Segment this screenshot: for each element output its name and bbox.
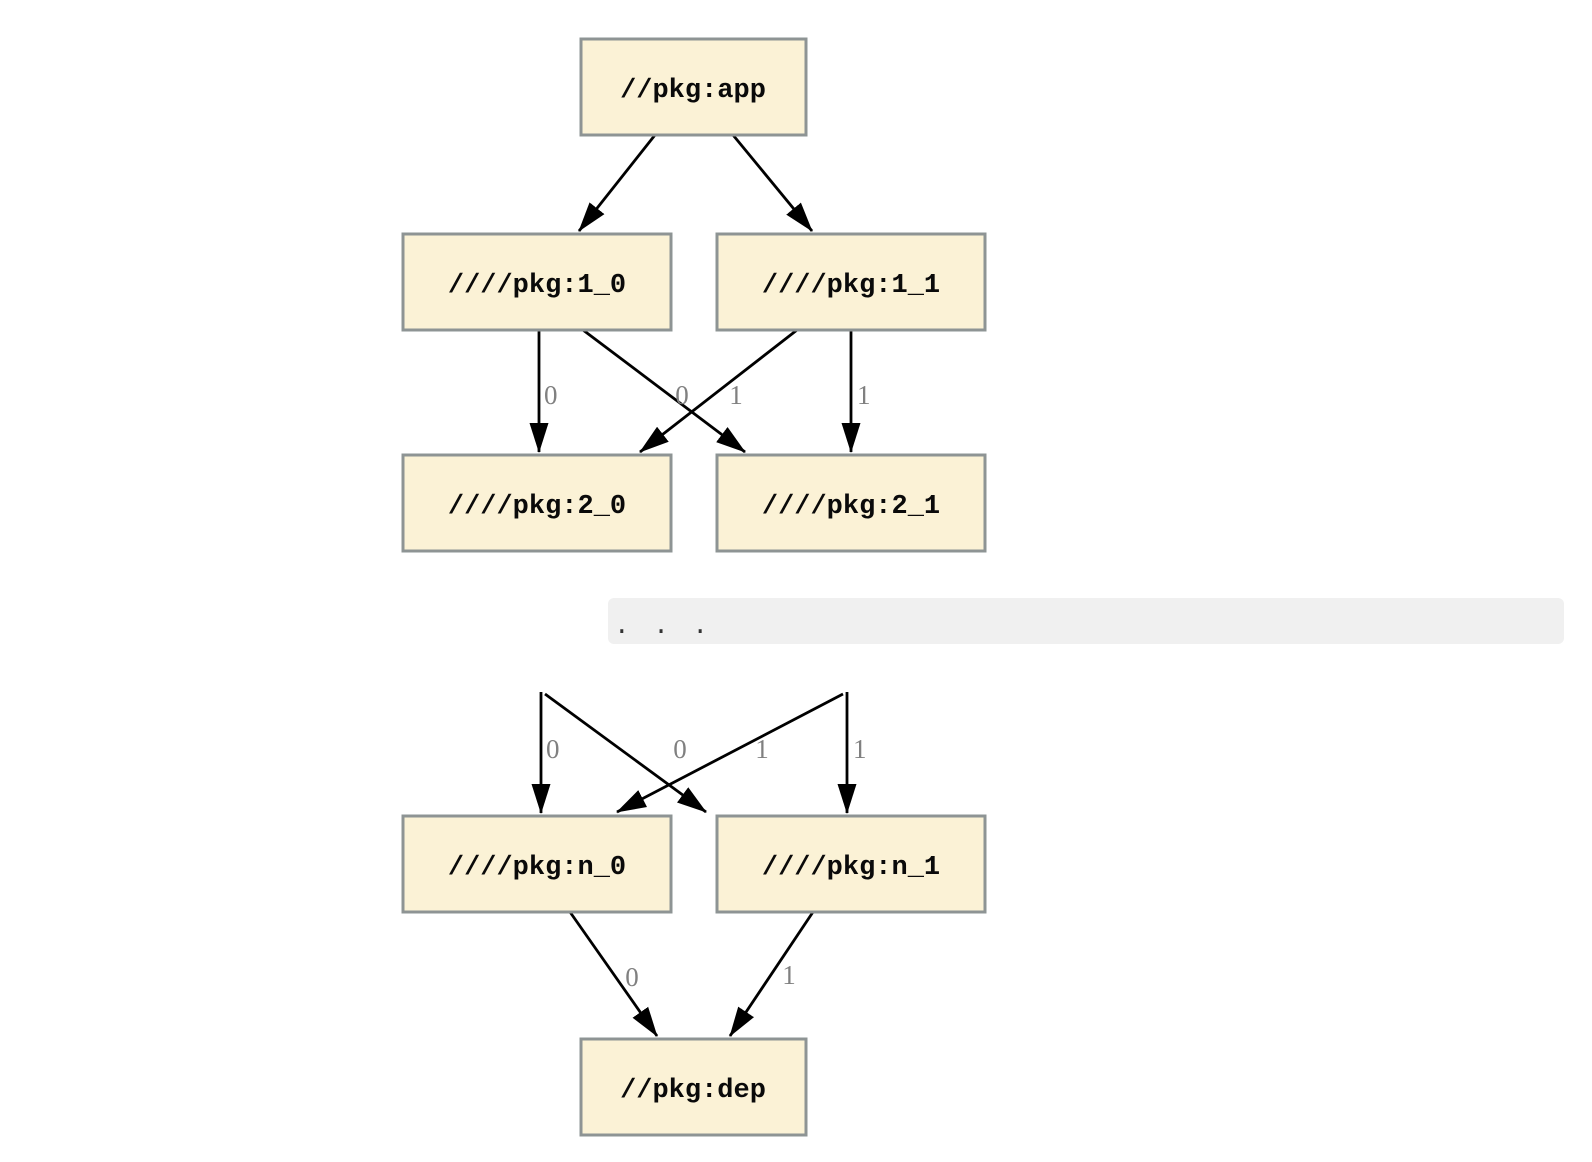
- edge-label-1_0-2_0: 0: [544, 380, 558, 410]
- node-pkg-1_1-box: [715, 232, 987, 332]
- node-pkg-n_0-label: ////pkg:n_0: [448, 853, 626, 883]
- edge-1_0-to-2_1: [582, 328, 746, 454]
- node-pkg-dep-box: [579, 1037, 808, 1137]
- edge-label-1_1-2_1: 1: [857, 380, 871, 410]
- node-pkg-1_1-label: ////pkg:1_1: [762, 271, 940, 301]
- node-pkg-1_0-label: ////pkg:1_0: [448, 271, 626, 301]
- edge-1_1-to-2_0: [639, 328, 798, 454]
- node-pkg-2_0-box: [401, 453, 673, 553]
- edge-label-n_1-dep: 1: [782, 960, 796, 990]
- node-pkg-n_0: ////pkg:n_0: [401, 814, 673, 914]
- edge-label-1_0-2_1: 1: [729, 380, 743, 410]
- node-pkg-app: //pkg:app: [579, 37, 808, 137]
- node-pkg-1_0: ////pkg:1_0: [401, 232, 673, 332]
- node-pkg-n_1: ////pkg:n_1: [715, 814, 987, 914]
- node-pkg-app-label: //pkg:app: [620, 76, 766, 106]
- edge-label-hidden-n_1-vertical: 1: [853, 734, 867, 764]
- ellipsis-dots: . . .: [614, 611, 712, 641]
- node-pkg-app-box: [579, 37, 808, 137]
- edge-app-to-1_0: [577, 134, 657, 232]
- edge-n_0-to-dep: [568, 911, 659, 1037]
- edge-label-1_1-2_0: 0: [675, 380, 689, 410]
- node-pkg-n_1-box: [715, 814, 987, 914]
- edge-label-n_0-dep: 0: [625, 962, 639, 992]
- node-pkg-dep-label: //pkg:dep: [620, 1076, 766, 1106]
- node-pkg-dep: //pkg:dep: [579, 1037, 808, 1137]
- edge-n_1-to-dep: [728, 911, 815, 1037]
- edge-app-to-1_1: [731, 134, 814, 232]
- edge-hidden-to-n_0-cross: [616, 692, 844, 814]
- node-pkg-1_1: ////pkg:1_1: [715, 232, 987, 332]
- node-pkg-2_0: ////pkg:2_0: [401, 453, 673, 553]
- node-pkg-n_0-box: [401, 814, 673, 914]
- node-pkg-2_1-box: [715, 453, 987, 553]
- edge-label-hidden-n_1-cross: 1: [755, 734, 769, 764]
- node-pkg-n_1-label: ////pkg:n_1: [762, 853, 940, 883]
- edge-label-hidden-n_0-cross: 0: [673, 734, 687, 764]
- node-pkg-2_1-label: ////pkg:2_1: [762, 492, 940, 522]
- edge-label-hidden-n_0-vertical: 0: [546, 734, 560, 764]
- ellipsis-bar: . . .: [608, 598, 1564, 644]
- node-pkg-1_0-box: [401, 232, 673, 332]
- node-pkg-2_0-label: ////pkg:2_0: [448, 492, 626, 522]
- node-pkg-2_1: ////pkg:2_1: [715, 453, 987, 553]
- ellipsis-bar-background: [608, 598, 1564, 644]
- edge-hidden-to-n_1-cross: [544, 692, 707, 814]
